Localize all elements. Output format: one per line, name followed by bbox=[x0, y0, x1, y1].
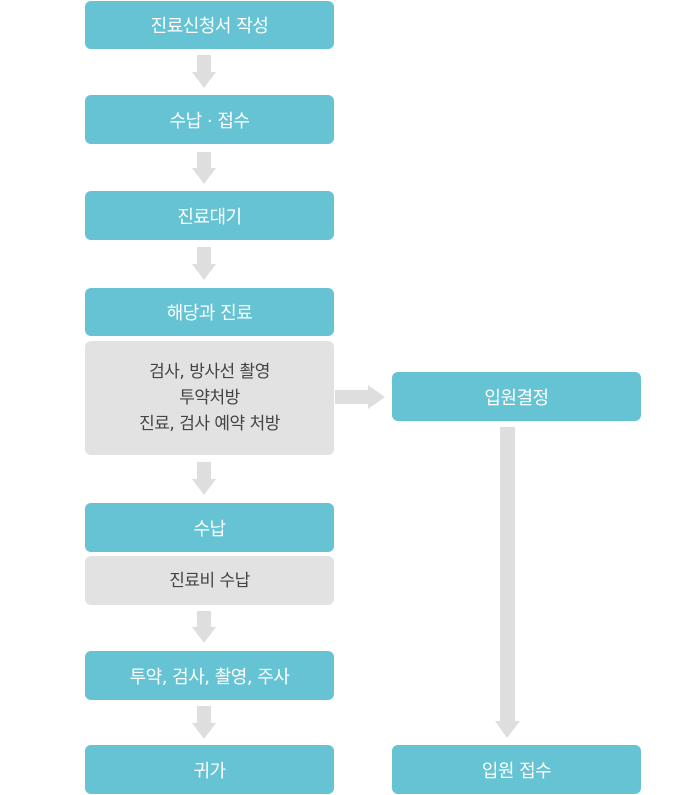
step-label: 입원결정 bbox=[484, 387, 549, 409]
step-go-home: 귀가 bbox=[85, 745, 334, 794]
admission-reception: 입원 접수 bbox=[392, 745, 641, 794]
detail-line: 투약처방 bbox=[179, 388, 240, 408]
step-label: 귀가 bbox=[193, 760, 226, 782]
arrow-down-3 bbox=[192, 247, 216, 280]
step-payment-detail: 진료비 수납 bbox=[85, 556, 334, 605]
detail-line: 진료비 수납 bbox=[169, 570, 250, 591]
step-label: 진료신청서 작성 bbox=[150, 16, 269, 37]
arrow-down-6 bbox=[192, 706, 216, 739]
step-label: 진료대기 bbox=[177, 206, 242, 228]
detail-line: 검사, 방사선 촬영 bbox=[149, 362, 270, 382]
step-application-form: 진료신청서 작성 bbox=[85, 1, 334, 49]
step-label: 해당과 진료 bbox=[166, 303, 253, 324]
admission-decision: 입원결정 bbox=[392, 372, 641, 421]
arrow-right-admission bbox=[335, 385, 385, 409]
step-department-care: 해당과 진료 bbox=[85, 288, 334, 336]
step-label: 수납 · 접수 bbox=[169, 110, 250, 132]
detail-line: 진료, 검사 예약 처방 bbox=[139, 414, 280, 434]
arrow-down-admission bbox=[495, 427, 520, 738]
step-label: 입원 접수 bbox=[481, 760, 552, 782]
arrow-down-5 bbox=[192, 611, 216, 643]
step-payment: 수납 bbox=[85, 503, 334, 552]
arrow-down-1 bbox=[192, 55, 216, 88]
arrow-down-2 bbox=[192, 152, 216, 184]
step-waiting: 진료대기 bbox=[85, 191, 334, 240]
arrow-down-4 bbox=[192, 462, 216, 495]
step-department-care-detail: 검사, 방사선 촬영 투약처방 진료, 검사 예약 처방 bbox=[85, 341, 334, 455]
step-treatment: 투약, 검사, 촬영, 주사 bbox=[85, 651, 334, 700]
step-label: 투약, 검사, 촬영, 주사 bbox=[129, 666, 290, 688]
step-label: 수납 bbox=[193, 518, 226, 540]
step-payment-reception: 수납 · 접수 bbox=[85, 95, 334, 144]
